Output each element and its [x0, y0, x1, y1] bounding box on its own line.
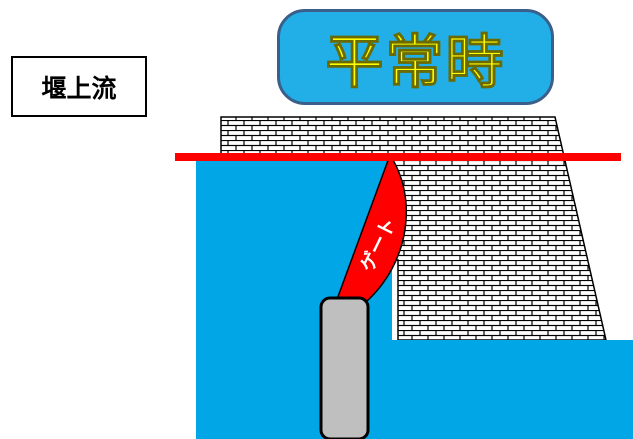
- status-badge: 平常時: [277, 9, 554, 105]
- gate: [334, 153, 407, 303]
- location-label-text: 堰上流: [41, 73, 117, 103]
- location-label: 堰上流: [11, 56, 147, 117]
- pillar: [319, 296, 370, 439]
- status-text: 平常時: [325, 28, 506, 97]
- downstream-water: [385, 340, 633, 439]
